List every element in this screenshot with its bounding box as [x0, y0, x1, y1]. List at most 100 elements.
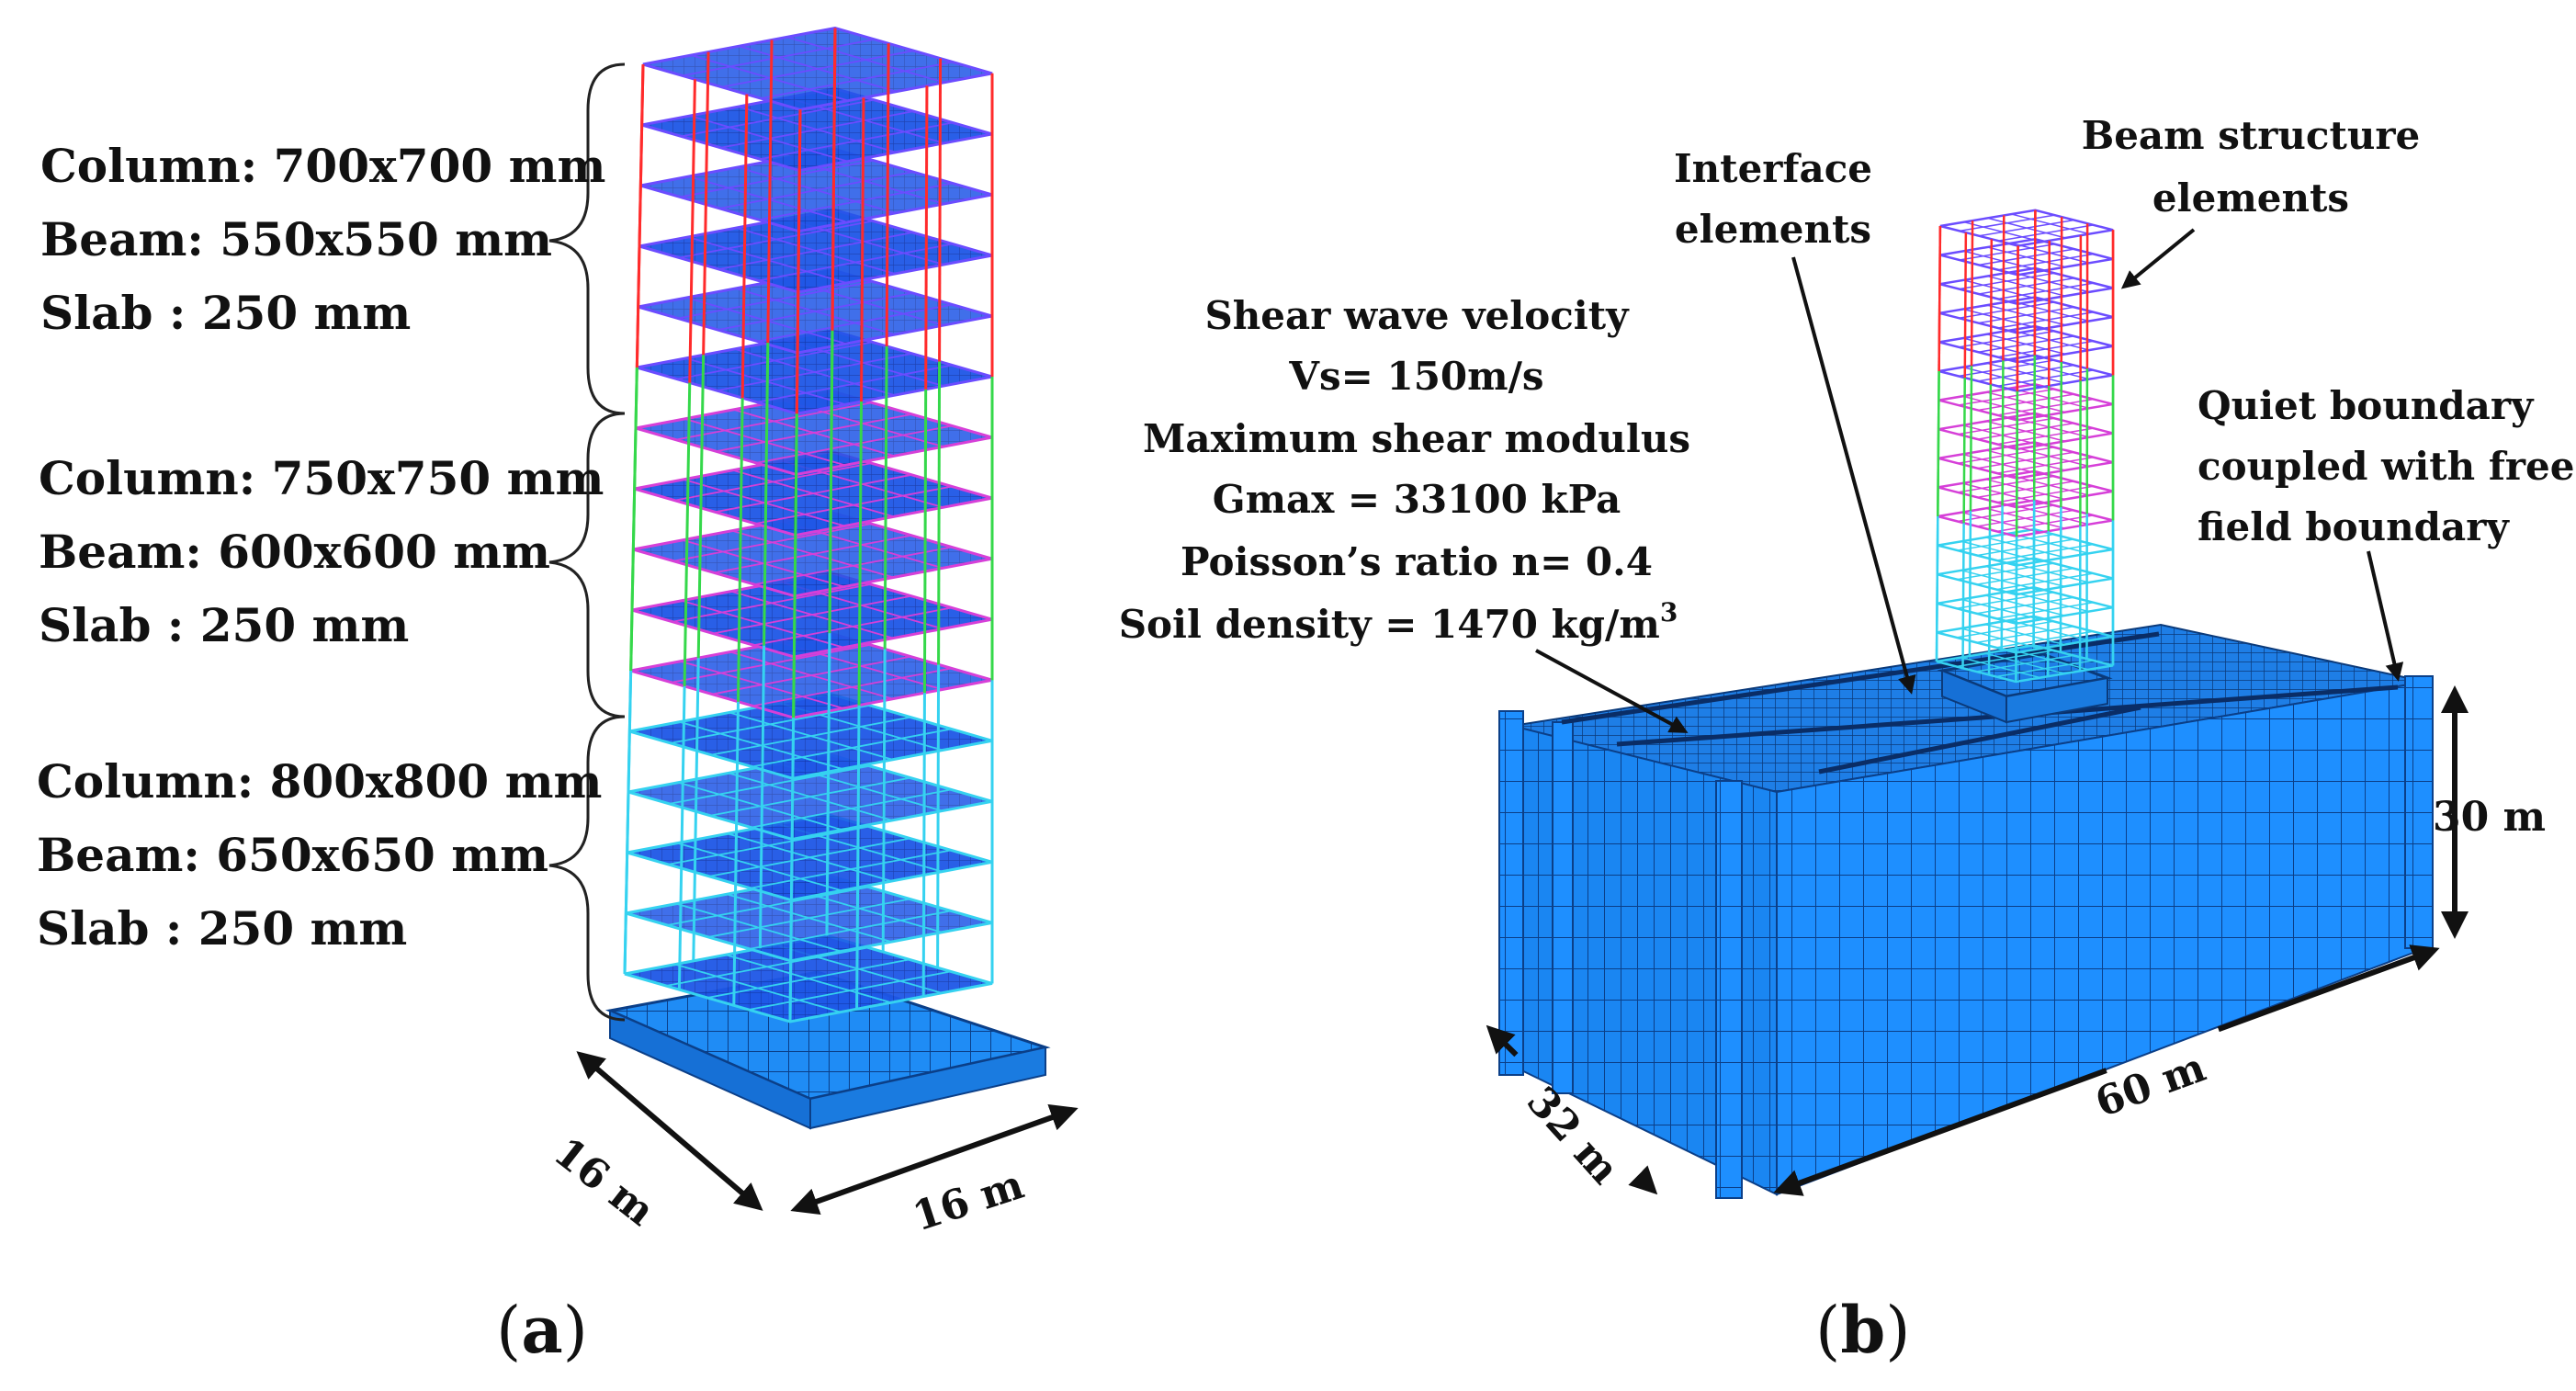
floor-beam: [748, 970, 952, 1011]
frame-column: [634, 367, 638, 429]
spec-3-column: Column: 800x800 mm: [37, 754, 602, 809]
frame-column: [825, 875, 830, 936]
frame-column: [626, 791, 630, 854]
brace-middle: [548, 412, 626, 718]
floor-beam: [727, 832, 892, 882]
frame-column: [733, 884, 738, 945]
floor-beam: [2011, 213, 2090, 235]
floor-beam: [753, 606, 953, 647]
frame-column: [680, 807, 684, 869]
floor-beam: [1996, 456, 2094, 474]
frame-column: [797, 109, 802, 171]
floor-beam: [1997, 282, 2094, 300]
floor-beam: [737, 166, 897, 214]
frame-column: [763, 524, 767, 585]
panel-a-building-model: [604, 26, 1051, 1130]
frame-column: [640, 63, 645, 126]
floor-beam: [755, 424, 953, 464]
spec-group-3: Column: 800x800 mm Beam: 650x650 mm Slab…: [37, 754, 602, 956]
frame-column: [759, 827, 763, 888]
frame-column: [789, 899, 793, 961]
frame-column: [768, 161, 772, 222]
floor-beam: [760, 121, 954, 161]
dim-a-left-label: 16 m: [545, 1128, 662, 1235]
floor-beam: [1986, 391, 2066, 413]
floor-beam: [1984, 623, 2065, 646]
floor-beam: [1984, 594, 2065, 616]
frame-column: [832, 88, 836, 150]
frame-column: [732, 944, 737, 1006]
frame-column: [692, 79, 696, 141]
frame-column: [765, 343, 770, 403]
frame-column: [734, 822, 739, 885]
frame-column: [701, 355, 706, 416]
building-b-columns: [1935, 209, 2115, 683]
frame-column: [769, 40, 774, 101]
floor-beam: [732, 469, 895, 518]
soil-prop-1: Shear wave velocity: [1204, 293, 1630, 338]
frame-column: [735, 762, 740, 823]
frame-column: [702, 294, 706, 356]
frame-column: [638, 124, 644, 187]
frame-column: [629, 609, 634, 672]
floor-beam: [733, 408, 895, 458]
floor-beam: [1985, 565, 2065, 588]
floor-beam: [738, 106, 897, 153]
frame-column: [679, 868, 684, 930]
spec-2-beam: Beam: 600x600 mm: [39, 525, 550, 579]
frame-column: [677, 929, 683, 990]
spec-3-slab: Slab : 250 mm: [37, 901, 407, 956]
frame-column: [743, 154, 748, 216]
floor-beam: [1997, 369, 2094, 388]
floor-beam: [736, 227, 896, 275]
frame-column: [826, 753, 830, 815]
frame-column: [762, 645, 766, 707]
free-field-column-right: [2404, 675, 2434, 949]
soil-prop-6: Soil density = 1470 kg/m3: [1119, 597, 1678, 647]
frame-column: [736, 701, 740, 763]
frame-column: [694, 778, 698, 840]
floor-beam: [1987, 217, 2066, 239]
soil-prop-2: Vs= 150m/s: [1288, 354, 1543, 399]
frame-column: [792, 656, 796, 718]
frame-column: [691, 140, 695, 201]
frame-column: [767, 221, 772, 283]
spec-3-beam: Beam: 650x650 mm: [37, 828, 548, 882]
frame-column: [736, 640, 740, 702]
soil-prop-5: Poisson’s ratio n= 0.4: [1181, 539, 1653, 584]
soil-pointer: [1535, 649, 1689, 733]
frame-column: [684, 564, 688, 626]
frame-column: [741, 276, 746, 338]
frame-column: [690, 200, 695, 262]
frame-column: [791, 718, 796, 779]
frame-column: [630, 548, 635, 611]
frame-column: [788, 960, 793, 1023]
floor-beam: [734, 348, 895, 397]
soil-prop-3: Maximum shear modulus: [1143, 416, 1690, 461]
frame-column: [789, 839, 794, 900]
floor-beam: [786, 36, 944, 84]
frame-column: [797, 170, 801, 232]
frame-column: [633, 427, 638, 490]
frame-column: [831, 149, 836, 210]
floor-beam: [1986, 420, 2065, 442]
floor-beam: [754, 485, 953, 525]
dim-height-label: 30 m: [2433, 794, 2546, 841]
frame-column: [740, 398, 744, 459]
frame-column: [744, 94, 749, 155]
beam-label-line-1: Beam structure: [2082, 113, 2421, 158]
frame-column: [763, 584, 766, 646]
floor-beam: [1997, 311, 2094, 329]
floor-beam: [726, 893, 892, 943]
frame-column: [684, 503, 689, 565]
floor-beam: [1985, 507, 2065, 529]
group-braces: [548, 62, 626, 1022]
floor-beam: [750, 849, 952, 889]
frame-column: [627, 730, 631, 793]
floor-beam: [1996, 572, 2094, 591]
frame-column: [706, 51, 710, 113]
building-columns: [623, 28, 994, 1023]
frame-column: [796, 291, 800, 354]
